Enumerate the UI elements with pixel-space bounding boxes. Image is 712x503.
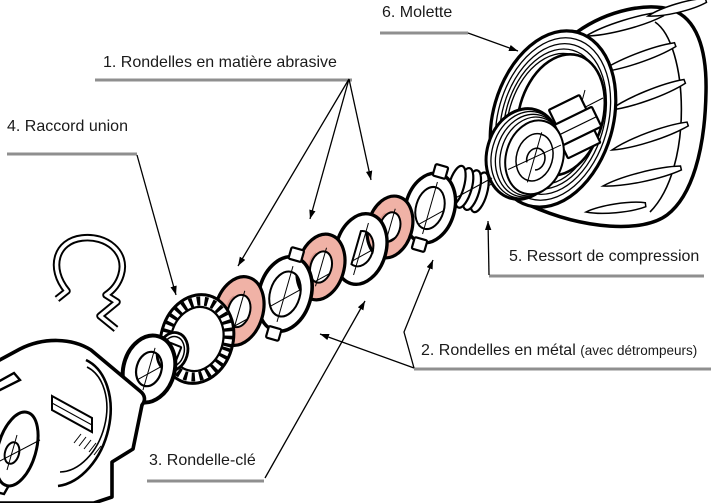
disc-center-curl <box>525 147 546 171</box>
label-knob: 6. Molette <box>382 4 453 21</box>
keying-tab <box>431 163 450 180</box>
valve-body <box>0 338 147 503</box>
leader-arrows <box>136 32 519 479</box>
d-shaped-hole <box>350 230 375 268</box>
knurl-slots <box>583 0 708 215</box>
keying-tab <box>265 325 283 342</box>
gear-teeth-ring <box>161 296 233 382</box>
compression-spring <box>446 164 490 214</box>
knob-back-contour <box>649 21 683 213</box>
label-metal-washers: 2. Rondelles en métal (avec détrompeurs) <box>421 342 698 360</box>
c-clip <box>52 233 127 332</box>
label-underlines <box>7 31 711 483</box>
label-union-fitting: 4. Raccord union <box>7 118 128 135</box>
keying-tab <box>410 236 429 253</box>
label-key-washer: 3. Rondelle-clé <box>149 452 256 469</box>
stem-disc <box>484 107 565 201</box>
label-abrasive-washers: 1. Rondelles en matière abrasive <box>103 54 337 71</box>
label-compression-spring: 5. Ressort de compression <box>509 248 700 265</box>
metal-washer-1 <box>256 246 314 342</box>
body-front-face <box>0 410 40 488</box>
label-metal-washers-main: 2. Rondelles en métal <box>421 342 581 359</box>
metal-washer-2 <box>402 163 458 253</box>
keying-tab <box>287 246 305 263</box>
label-metal-washers-note: (avec détrompeurs) <box>580 343 698 358</box>
thread-hatch <box>73 433 102 456</box>
